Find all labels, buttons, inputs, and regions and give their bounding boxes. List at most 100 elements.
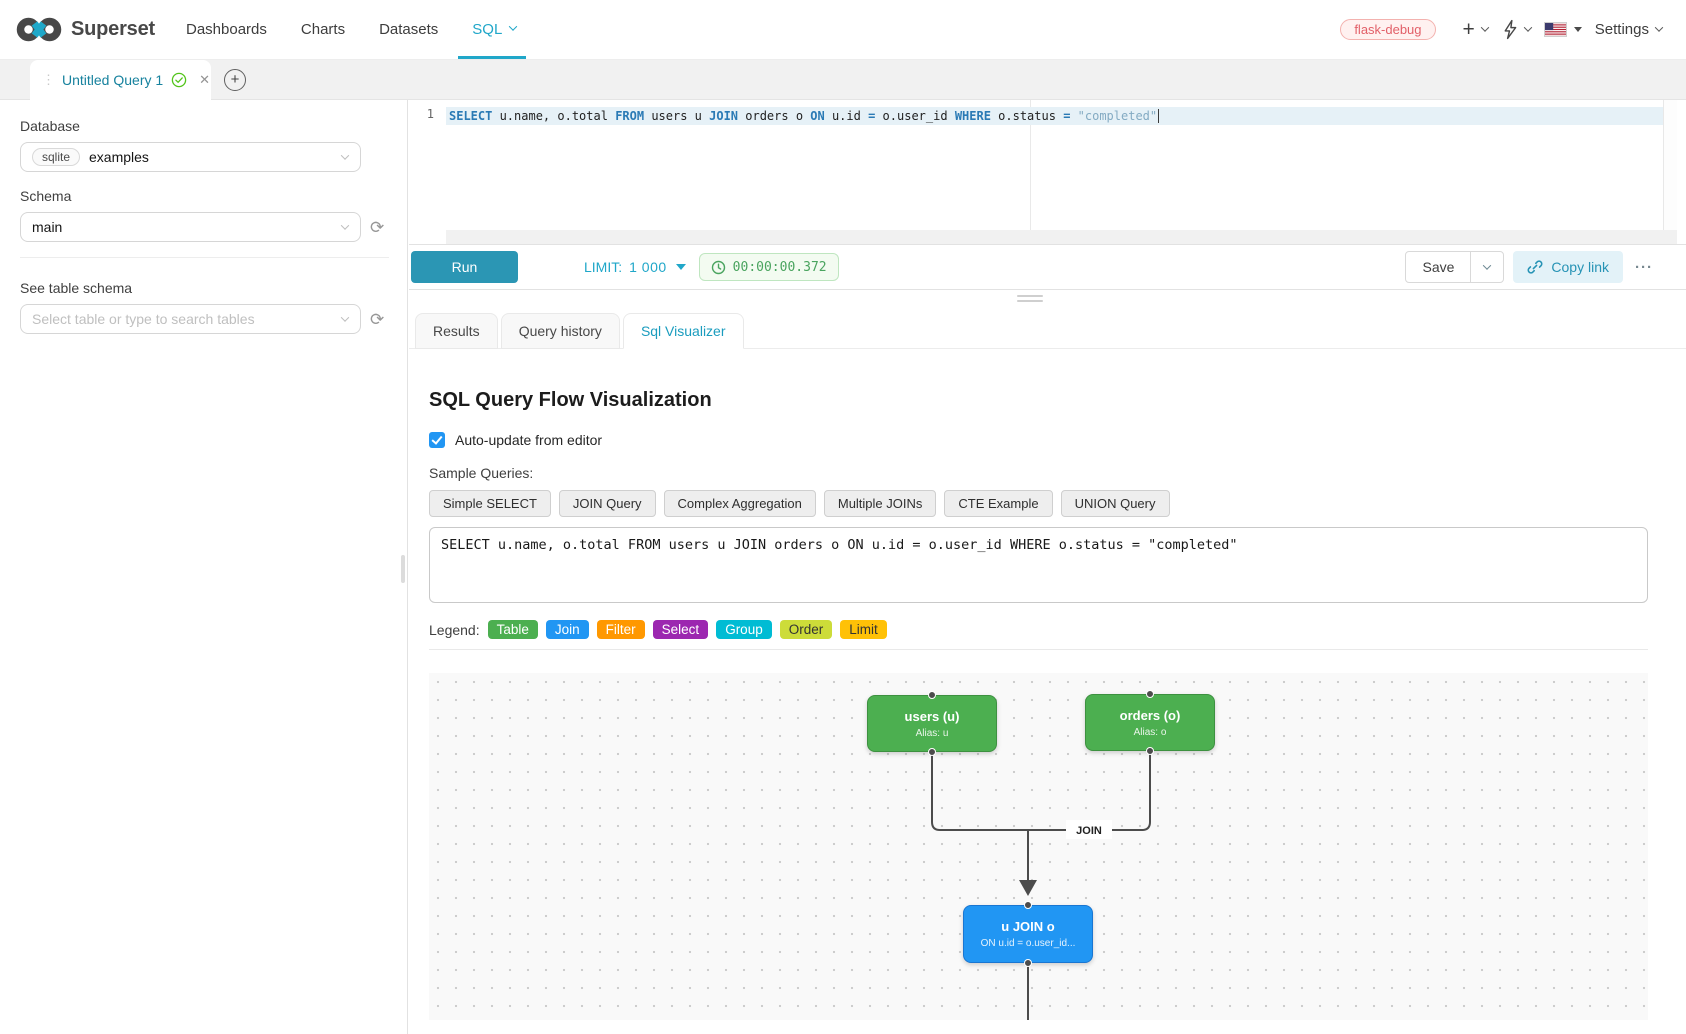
top-navbar: Superset Dashboards Charts Datasets SQL … [0,0,1686,60]
sample-query-union[interactable]: UNION Query [1061,490,1170,517]
sample-query-multiple-joins[interactable]: Multiple JOINs [824,490,937,517]
tab-sql-visualizer[interactable]: Sql Visualizer [623,313,744,349]
flow-node-join[interactable]: u JOIN o ON u.id = o.user_id... [963,905,1093,963]
schema-label: Schema [20,188,395,204]
save-button[interactable]: Save [1406,252,1470,282]
sql-editor[interactable]: 1 SELECT u.name, o.total FROM users u JO… [413,100,1677,244]
node-subtitle: ON u.id = o.user_id... [964,938,1092,949]
tab-results[interactable]: Results [415,313,498,349]
sql-visualizer-pane: SQL Query Flow Visualization Auto-update… [409,389,1686,1020]
chevron-down-icon [1655,23,1663,31]
sql-token: o.status [991,109,1063,123]
sidebar-divider [20,257,389,258]
legend-row: Legend: Table Join Filter Select Group O… [429,620,1648,639]
query-tab-active[interactable]: ⋮ Untitled Query 1 ✕ [30,60,211,100]
lightning-bolt-icon [1501,19,1518,40]
legend-chip-group: Group [716,620,772,639]
schema-value: main [32,219,62,235]
sql-token: JOIN [709,109,738,123]
settings-menu[interactable]: Settings [1595,21,1662,38]
query-textarea[interactable]: SELECT u.name, o.total FROM users u JOIN… [429,527,1648,603]
legend-chip-table: Table [488,620,538,639]
sql-token: = [868,109,875,123]
node-subtitle: Alias: u [868,728,996,739]
table-select[interactable]: Select table or type to search tables [20,304,361,334]
editor-hscrollbar[interactable] [446,230,1677,244]
language-picker[interactable] [1544,22,1582,37]
limit-dropdown[interactable]: LIMIT: 1 000 [584,259,686,275]
superset-logo-icon [16,16,62,43]
sql-token: SELECT [449,109,492,123]
main-nav: Dashboards Charts Datasets SQL [186,0,550,59]
database-label: Database [20,118,395,134]
chevron-down-icon [509,22,517,30]
sample-query-simple-select[interactable]: Simple SELECT [429,490,551,517]
sql-token: orders o [738,109,810,123]
auto-update-checkbox[interactable] [429,432,445,448]
sql-token: u.name, o.total [492,109,615,123]
sql-token: = [1063,109,1070,123]
clock-icon [711,260,726,275]
limit-value: 1 000 [629,259,667,275]
sql-token: users u [644,109,709,123]
more-options-icon[interactable]: ··· [1635,259,1653,276]
editor-active-line[interactable]: SELECT u.name, o.total FROM users u JOIN… [446,107,1663,125]
auto-update-row: Auto-update from editor [429,432,1648,448]
node-title: u JOIN o [964,919,1092,934]
panel-resize-handle[interactable] [1017,295,1043,305]
legend-chip-filter: Filter [597,620,645,639]
flow-node-users[interactable]: users (u) Alias: u [867,695,997,752]
sql-token: o.user_id [875,109,954,123]
sql-token: u.id [825,109,868,123]
page-title: SQL Query Flow Visualization [429,389,1648,412]
drag-handle-icon[interactable]: ⋮ [42,72,55,88]
query-saved-check-icon [171,72,187,88]
chevron-down-icon [1524,23,1532,31]
settings-label: Settings [1595,21,1649,38]
sample-query-complex-aggregation[interactable]: Complex Aggregation [664,490,816,517]
database-engine-tag: sqlite [32,148,80,166]
nav-sql[interactable]: SQL [472,0,516,59]
sample-query-cte[interactable]: CTE Example [944,490,1052,517]
refresh-tables-icon[interactable]: ⟳ [370,311,384,328]
database-value: examples [89,149,149,165]
database-select[interactable]: sqlite examples [20,142,361,172]
sql-token: "completed" [1070,109,1157,123]
flow-diagram-canvas[interactable]: JOIN users (u) Alias: u orders (o) Alias… [429,673,1648,1020]
auto-update-label: Auto-update from editor [455,432,602,448]
superset-logo[interactable]: Superset [16,16,155,43]
chevron-down-icon [1481,23,1489,31]
nav-charts[interactable]: Charts [301,0,345,59]
tab-query-history[interactable]: Query history [501,313,620,349]
results-panel: Results Query history Sql Visualizer SQL… [409,290,1686,1034]
chevron-down-icon [341,221,349,229]
nav-dashboards[interactable]: Dashboards [186,0,267,59]
run-button[interactable]: Run [411,251,518,283]
environment-badge: flask-debug [1340,19,1435,40]
sample-query-join[interactable]: JOIN Query [559,490,656,517]
new-item-menu[interactable]: + [1463,19,1488,40]
editor-gutter: 1 [413,100,446,230]
query-search-menu[interactable] [1501,19,1531,40]
flow-edges: JOIN [429,673,1648,1020]
nav-datasets[interactable]: Datasets [379,0,438,59]
nav-sql-label: SQL [472,21,502,38]
sql-token: ON [810,109,824,123]
us-flag-icon [1544,22,1567,37]
sample-queries-label: Sample Queries: [429,465,1648,481]
table-select-placeholder: Select table or type to search tables [32,311,255,327]
text-cursor [1158,109,1159,123]
add-tab-button[interactable]: + [224,69,246,91]
editor-vscrollbar[interactable] [1663,100,1677,230]
node-title: orders (o) [1086,708,1214,723]
sample-queries-row: Simple SELECT JOIN Query Complex Aggrega… [429,490,1648,517]
copy-link-button[interactable]: Copy link [1513,251,1623,283]
chevron-down-icon [341,151,349,159]
save-options-button[interactable] [1470,252,1503,282]
close-tab-icon[interactable]: ✕ [199,72,210,88]
schema-select[interactable]: main [20,212,361,242]
sidebar-resize-handle[interactable] [401,555,405,583]
refresh-schemas-icon[interactable]: ⟳ [370,219,384,236]
flow-node-orders[interactable]: orders (o) Alias: o [1085,694,1215,751]
